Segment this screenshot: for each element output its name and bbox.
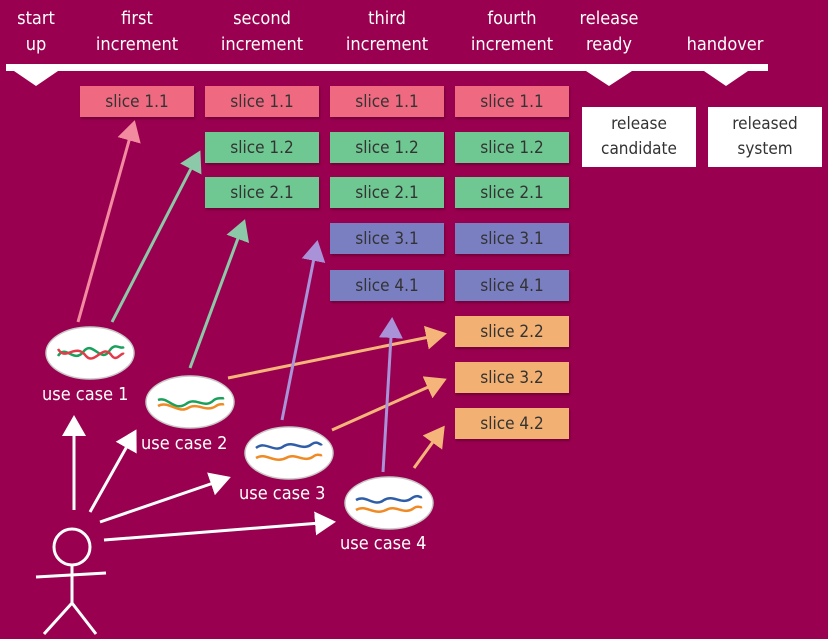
use-case-3-ellipse xyxy=(244,426,334,480)
arrow-actor-uc2 xyxy=(88,429,137,513)
phase-handover-label: handover xyxy=(686,34,764,55)
slice-third-1-1: slice 1.1 xyxy=(330,86,444,117)
use-case-1-ellipse xyxy=(45,326,135,380)
slice-second-1-1: slice 1.1 xyxy=(205,86,319,117)
timeline-pointer-release xyxy=(586,71,632,86)
timeline-bar xyxy=(6,64,768,71)
arrow-uc3-slice-3-1 xyxy=(280,240,326,421)
slice-fourth-4-2: slice 4.2 xyxy=(455,408,569,439)
slice-fourth-4-1: slice 4.1 xyxy=(455,270,569,301)
use-case-2-ellipse xyxy=(145,375,235,429)
release-candidate-line2: candidate xyxy=(601,139,677,159)
slice-second-1-2: slice 1.2 xyxy=(205,132,319,163)
actor-arms xyxy=(35,571,107,579)
arrow-uc1-slice-1-1 xyxy=(76,120,141,323)
use-case-4-label: use case 4 xyxy=(340,533,427,554)
slice-first-1-1: slice 1.1 xyxy=(80,86,194,117)
slice-second-2-1: slice 2.1 xyxy=(205,177,319,208)
timeline-pointer-startup xyxy=(14,71,58,86)
actor-stick-figure xyxy=(35,527,107,636)
arrow-uc4-slice-4-1 xyxy=(378,317,403,473)
released-system-line1: released xyxy=(732,114,798,134)
slice-fourth-3-1: slice 3.1 xyxy=(455,223,569,254)
use-case-3-label: use case 3 xyxy=(239,483,326,504)
slice-fourth-3-2: slice 3.2 xyxy=(455,362,569,393)
timeline xyxy=(6,64,768,86)
slice-third-1-2: slice 1.2 xyxy=(330,132,444,163)
actor-leg-left xyxy=(42,601,74,636)
slice-arrows xyxy=(76,120,447,473)
use-case-1-label: use case 1 xyxy=(42,384,129,405)
slice-third-3-1: slice 3.1 xyxy=(330,223,444,254)
arrow-actor-uc3 xyxy=(99,472,231,524)
released-system-line2: system xyxy=(737,139,793,159)
release-candidate-line1: release xyxy=(611,114,667,134)
arrow-actor-uc4 xyxy=(103,511,336,542)
arrow-uc4-slice-4-2 xyxy=(412,425,445,469)
timeline-pointer-handover xyxy=(704,71,748,86)
released-system-box: released system xyxy=(708,107,822,167)
slice-fourth-1-2: slice 1.2 xyxy=(455,132,569,163)
slice-third-4-1: slice 4.1 xyxy=(330,270,444,301)
slice-fourth-2-2: slice 2.2 xyxy=(455,316,569,347)
arrow-uc2-slice-2-1 xyxy=(188,219,250,369)
arrow-uc1-slice-1-2 xyxy=(110,150,202,323)
slice-fourth-1-1: slice 1.1 xyxy=(455,86,569,117)
use-case-2-label: use case 2 xyxy=(141,433,228,454)
phase-handover: handover xyxy=(670,32,780,58)
release-candidate-box: release candidate xyxy=(582,107,696,167)
use-case-4-ellipse xyxy=(344,476,434,530)
actor-arrows xyxy=(62,415,336,542)
slice-third-2-1: slice 2.1 xyxy=(330,177,444,208)
arrow-uc2-slice-2-2 xyxy=(227,325,447,380)
actor-leg-right xyxy=(70,602,98,635)
slice-fourth-2-1: slice 2.1 xyxy=(455,177,569,208)
actor-head xyxy=(52,527,92,567)
